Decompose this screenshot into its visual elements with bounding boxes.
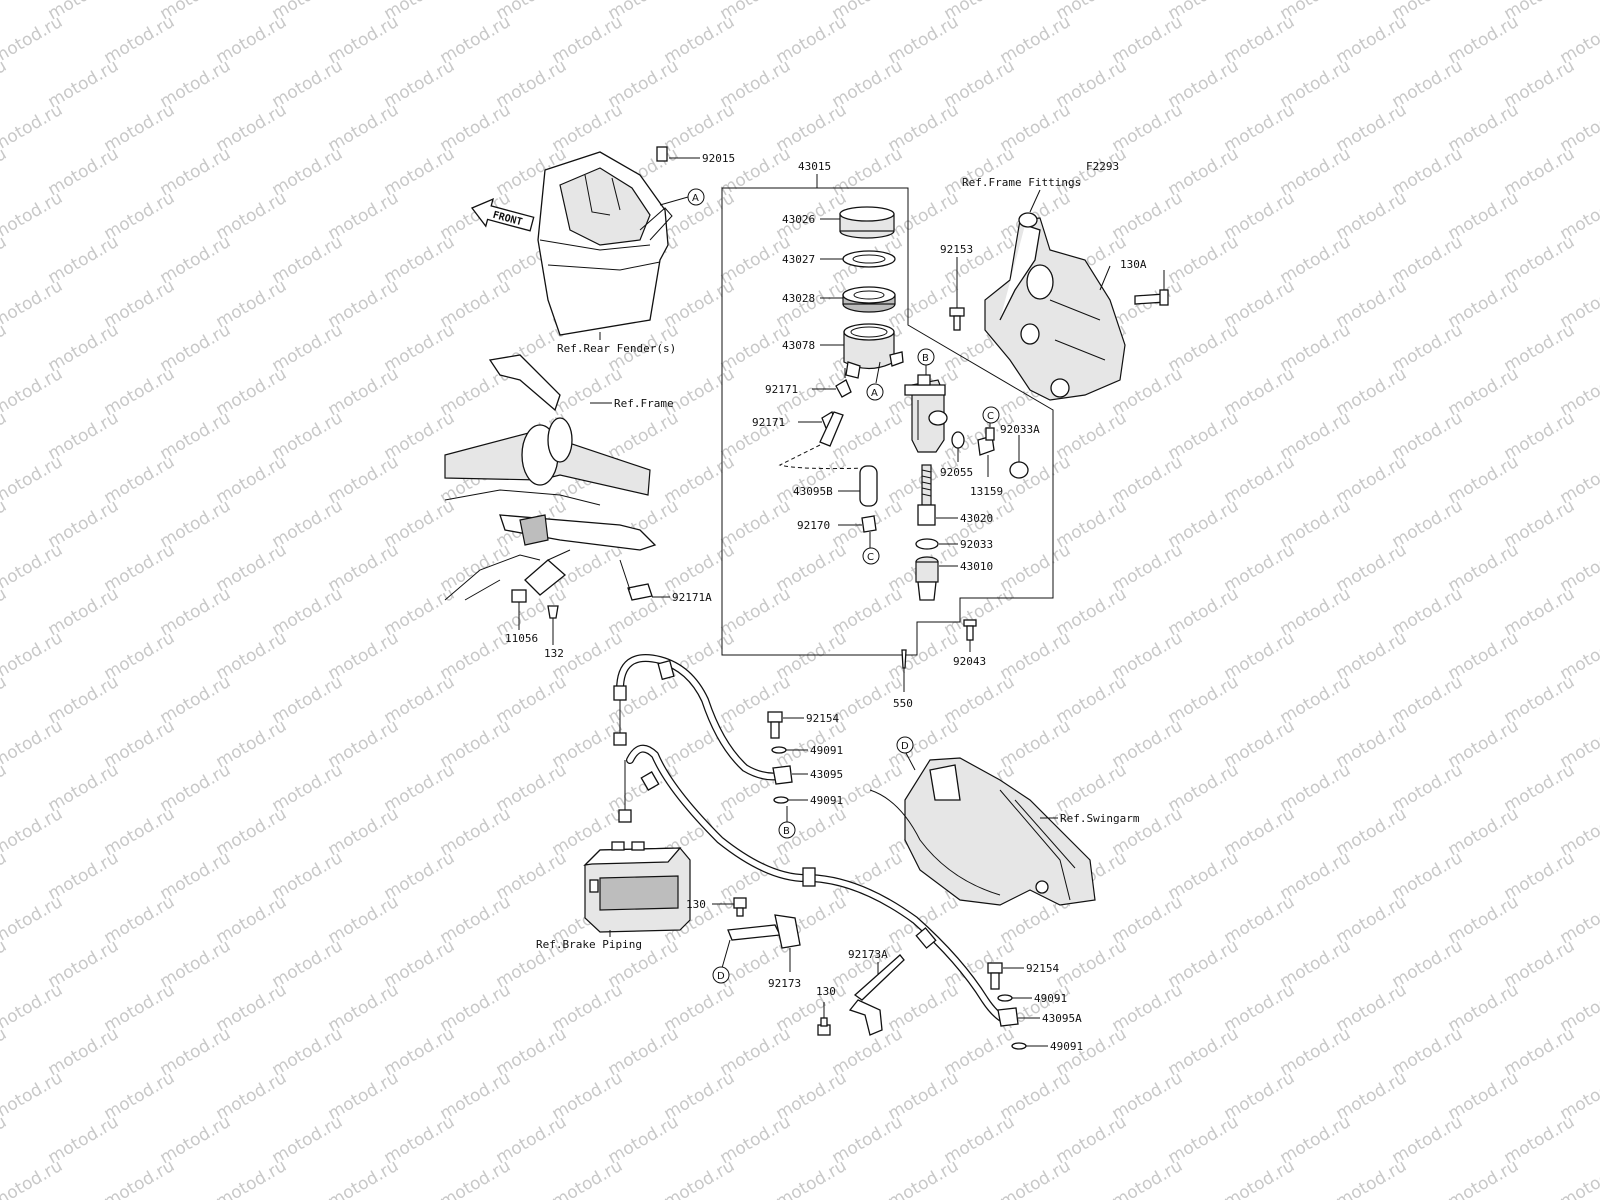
oring-92055: [951, 431, 965, 449]
frame-drawing: [444, 354, 657, 619]
brake-hose-upper: [613, 654, 789, 781]
washer-49091-2: [773, 796, 789, 804]
part-label-92153: 92153: [940, 243, 973, 256]
part-label-43028: 43028: [782, 292, 815, 305]
banjo-43095: [772, 765, 793, 785]
callout-c-fitting: [982, 406, 1000, 424]
callout-c-92170-text: C: [867, 552, 874, 563]
clip-92170: [861, 515, 877, 533]
washer-49091-4: [1011, 1042, 1027, 1050]
swingarm-drawing: [869, 757, 1096, 906]
part-label-92043: 92043: [953, 655, 986, 668]
oring-92033A: [1009, 461, 1029, 479]
banjo-43095A: [997, 1007, 1019, 1027]
part-label-92171A: 92171A: [672, 591, 712, 604]
callout-d-clamp: [712, 966, 730, 984]
clamp-92171-upper: [835, 379, 852, 398]
reservoir-43078: [843, 323, 904, 379]
push-rod-43020: [917, 464, 936, 526]
banjo-bolt-92154-upper: [767, 711, 783, 739]
part-label-92154-upper: 92154: [806, 712, 839, 725]
part-label-43078: 43078: [782, 339, 815, 352]
diaphragm-43027: [842, 250, 896, 268]
part-label-43095A: 43095A: [1042, 1012, 1082, 1025]
part-label-92173: 92173: [768, 977, 801, 990]
callout-b-master: [917, 348, 935, 366]
reservoir-hose-dashed: [778, 444, 869, 470]
reservoir-cap-43026: [839, 206, 895, 239]
callout-b-hose: [778, 821, 796, 839]
callout-c-fitting-text: C: [987, 411, 994, 422]
part-label-132: 132: [544, 647, 564, 660]
part-label-43015: 43015: [798, 160, 831, 173]
part-label-92055: 92055: [940, 466, 973, 479]
part-label-43026: 43026: [782, 213, 815, 226]
part-label-92015: 92015: [702, 152, 735, 165]
callout-d-swingarm-text: D: [901, 741, 909, 752]
callout-a-fender-text: A: [692, 193, 699, 204]
part-label-43010: 43010: [960, 560, 993, 573]
clip-92015-shape: [656, 146, 668, 162]
part-label-43020: 43020: [960, 512, 993, 525]
washer-49091-3: [997, 994, 1013, 1002]
part-label-92171-lower: 92171: [752, 416, 785, 429]
rear-fender-drawing: [537, 146, 673, 336]
part-label-92154-lower: 92154: [1026, 962, 1059, 975]
brake-hose-lower: [618, 744, 1009, 1024]
callout-a-reservoir-text: A: [871, 388, 878, 399]
group-43015-outline: [721, 187, 1054, 656]
ref-rear-fender: Ref.Rear Fender(s): [557, 342, 676, 355]
callout-d-swingarm: [896, 736, 914, 754]
part-label-130-lower: 130: [816, 985, 836, 998]
ref-brake-piping: Ref.Brake Piping: [536, 938, 642, 951]
hose-43095B: [859, 465, 878, 507]
callout-d-clamp-text: D: [717, 971, 725, 982]
callout-a-fender: [687, 188, 705, 206]
part-label-13159: 13159: [970, 485, 1003, 498]
part-label-130A: 130A: [1120, 258, 1147, 271]
part-label-130-upper: 130: [686, 898, 706, 911]
part-label-11056: 11056: [505, 632, 538, 645]
part-label-43095B: 43095B: [793, 485, 833, 498]
part-label-92173A: 92173A: [848, 948, 888, 961]
joint-43010: [915, 556, 939, 601]
frame-fittings-drawing: [984, 212, 1169, 401]
master-cylinder-body: [904, 374, 948, 453]
part-label-92033A: 92033A: [1000, 423, 1040, 436]
callout-c-92170: [862, 547, 880, 565]
ref-frame-fittings: Ref.Frame Fittings: [962, 176, 1081, 189]
part-label-49091-4: 49091: [1050, 1040, 1083, 1053]
part-label-43095: 43095: [810, 768, 843, 781]
part-label-49091-3: 49091: [1034, 992, 1067, 1005]
part-label-550: 550: [893, 697, 913, 710]
figure-code: F2293: [1086, 160, 1119, 173]
part-label-49091-1: 49091: [810, 744, 843, 757]
part-label-92171-upper: 92171: [765, 383, 798, 396]
callout-a-reservoir: [866, 383, 884, 401]
clamp-92173: [727, 914, 801, 949]
hose-segment-short: [819, 411, 844, 447]
part-label-43027: 43027: [782, 253, 815, 266]
bolt-130-upper: [733, 897, 747, 917]
part-label-49091-2: 49091: [810, 794, 843, 807]
callout-b-hose-text: B: [783, 826, 790, 837]
clamp-92173A: [848, 954, 905, 1036]
ref-swingarm: Ref.Swingarm: [1060, 812, 1140, 825]
abs-unit-drawing: [583, 841, 691, 933]
ref-frame: Ref.Frame: [614, 397, 674, 410]
cotter-pin-550: [901, 649, 907, 669]
banjo-bolt-92154-lower: [987, 962, 1003, 990]
plate-43028: [842, 286, 896, 313]
fitting-13159: [977, 427, 995, 456]
washer-49091-1: [771, 746, 787, 754]
callout-b-master-text: B: [922, 353, 929, 364]
ring-92033: [915, 538, 939, 550]
part-label-92170: 92170: [797, 519, 830, 532]
part-label-92033: 92033: [960, 538, 993, 551]
